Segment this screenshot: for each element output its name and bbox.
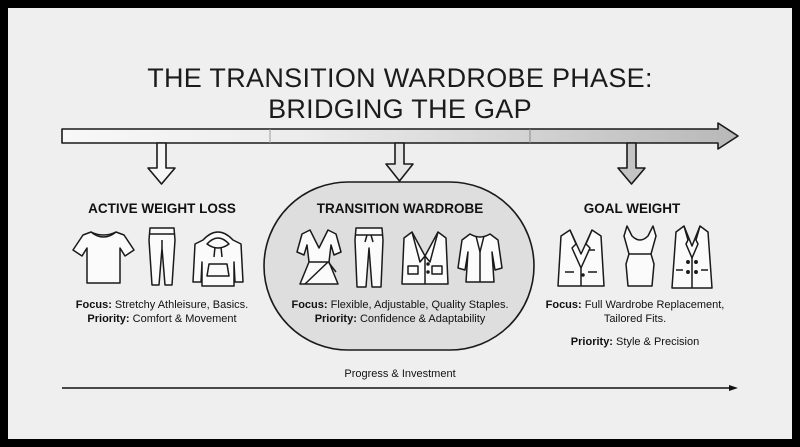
page-title: THE TRANSITION WARDROBE PHASE: BRIDGING … bbox=[0, 63, 800, 125]
priority-text: Confidence & Adaptability bbox=[359, 313, 486, 325]
priority-label: Priority: bbox=[570, 336, 613, 348]
progress-axis bbox=[62, 385, 738, 391]
stage-title-active-weight-loss: ACTIVE WEIGHT LOSS bbox=[88, 201, 236, 216]
cardigan-icon bbox=[401, 231, 449, 285]
priority-text: Style & Precision bbox=[616, 336, 700, 348]
stage-title-transition-wardrobe: TRANSITION WARDROBE bbox=[316, 201, 484, 216]
t-shirt-icon bbox=[72, 231, 135, 284]
down-arrow-transition bbox=[385, 142, 414, 182]
stage-title-goal-weight: GOAL WEIGHT bbox=[583, 201, 681, 216]
wrap-dress-icon bbox=[296, 229, 342, 285]
down-arrow-goal bbox=[617, 142, 646, 185]
focus-text-line-2: Tailored Fits. bbox=[603, 313, 667, 325]
axis-label: Progress & Investment bbox=[344, 368, 456, 380]
focus-text: Stretchy Athleisure, Basics. bbox=[114, 299, 249, 311]
timeline-arrow bbox=[61, 122, 739, 150]
blazer-icon bbox=[557, 229, 605, 287]
priority-text: Comfort & Movement bbox=[132, 313, 237, 325]
priority-label: Priority: bbox=[87, 313, 130, 325]
title-line-1: THE TRANSITION WARDROBE PHASE: bbox=[147, 63, 653, 93]
focus-label: Focus: bbox=[291, 299, 328, 311]
focus-label: Focus: bbox=[75, 299, 112, 311]
transition-highlight-oval bbox=[263, 181, 535, 351]
title-line-2: BRIDGING THE GAP bbox=[268, 94, 532, 124]
sheath-dress-icon bbox=[623, 225, 657, 287]
focus-label: Focus: bbox=[545, 299, 582, 311]
stage-description-transition: Focus: Flexible, Adjustable, Quality Sta… bbox=[270, 298, 530, 326]
stage-description-active: Focus: Stretchy Athleisure, Basics. Prio… bbox=[42, 298, 282, 326]
priority-label: Priority: bbox=[314, 313, 357, 325]
focus-text-line-1: Full Wardrobe Replacement, bbox=[584, 299, 725, 311]
focus-text: Flexible, Adjustable, Quality Staples. bbox=[330, 299, 509, 311]
drawstring-pants-icon bbox=[354, 227, 384, 288]
leggings-icon bbox=[148, 227, 176, 286]
tunic-blouse-icon bbox=[457, 233, 503, 283]
hoodie-icon bbox=[192, 231, 244, 287]
overcoat-icon bbox=[671, 225, 713, 289]
stage-description-goal: Focus: Full Wardrobe Replacement, Tailor… bbox=[510, 298, 760, 349]
down-arrow-active bbox=[147, 142, 176, 185]
